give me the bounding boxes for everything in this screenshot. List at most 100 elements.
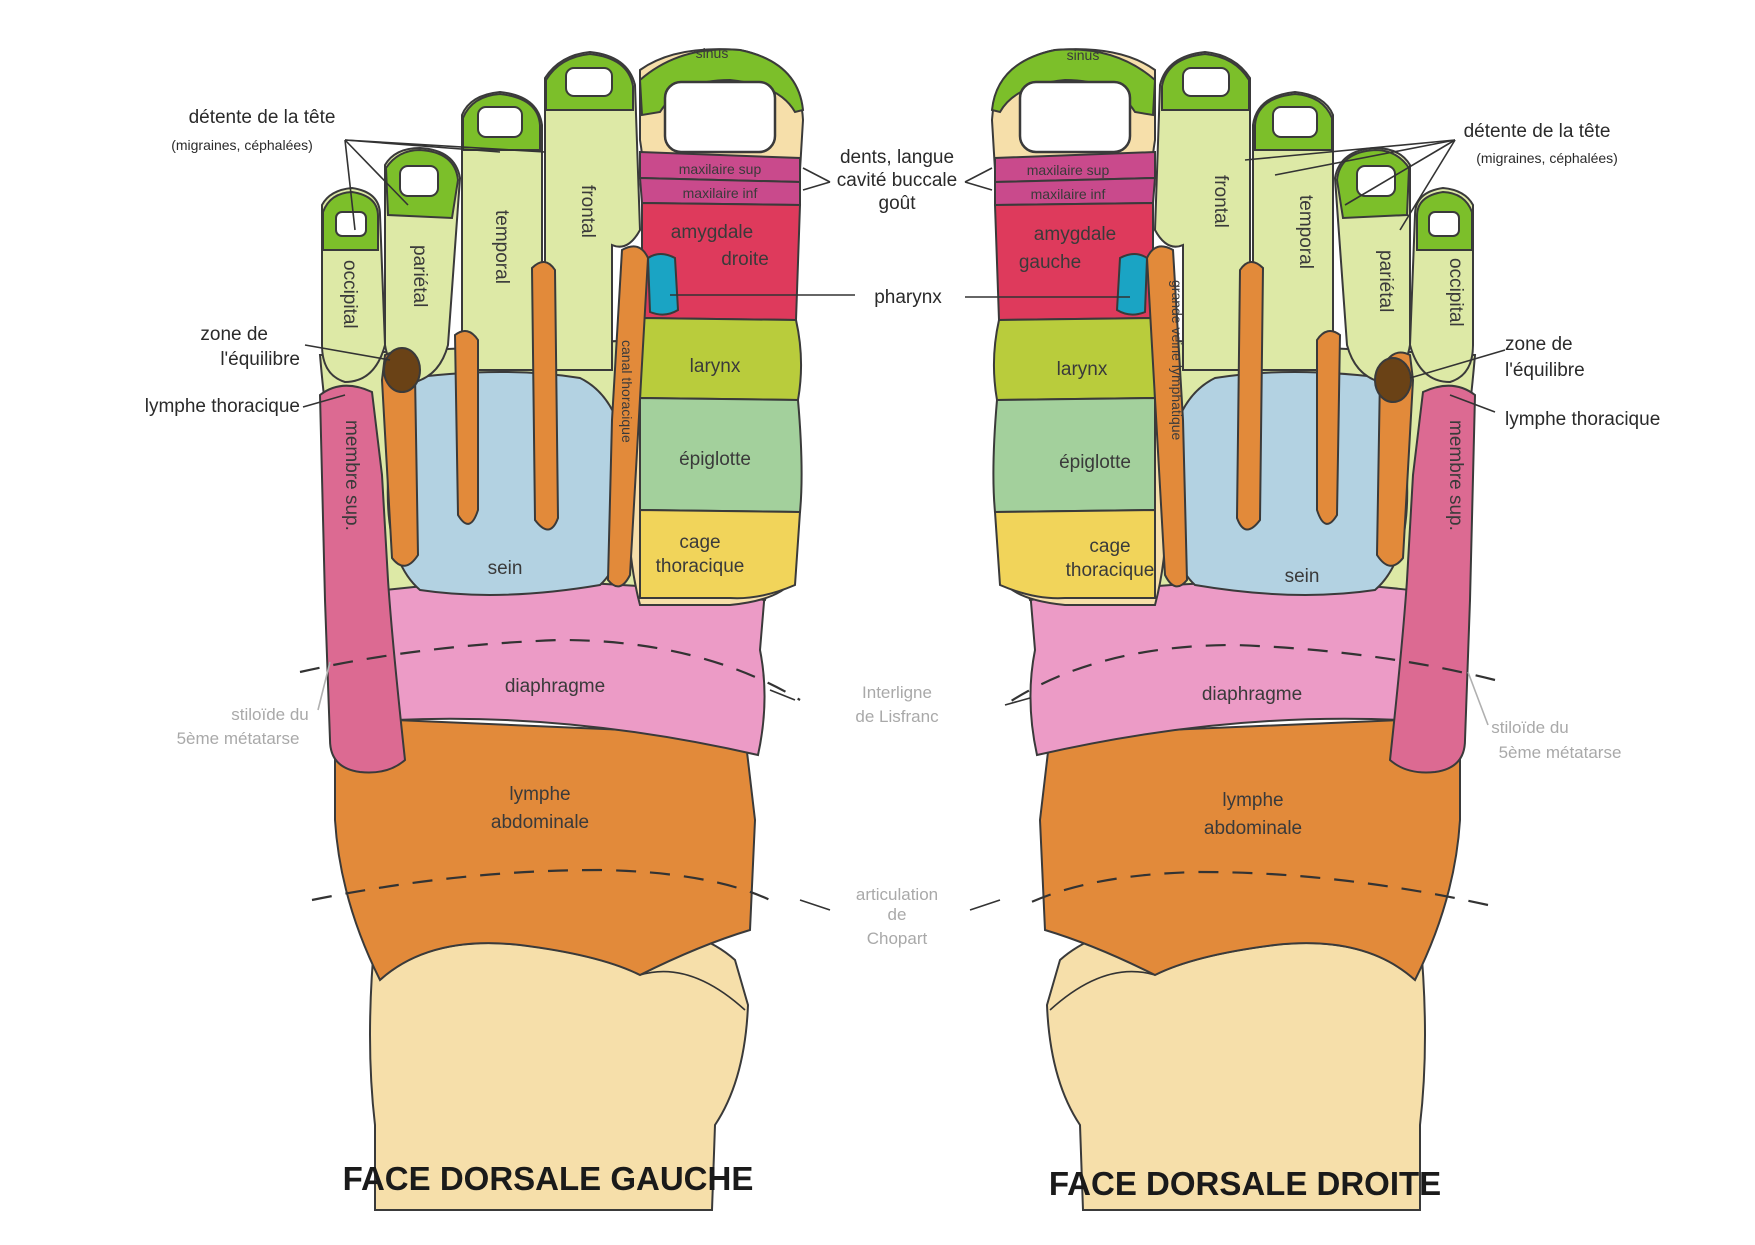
right-membre-sup-zone	[1388, 384, 1477, 774]
left-sein-label: sein	[488, 558, 523, 579]
right-maxillaire-inf-label: maxilaire inf	[1031, 186, 1106, 202]
left-pharynx-zone	[646, 253, 680, 316]
right-lymphe-abd-label: lymphe	[1222, 790, 1283, 811]
lisfranc-guide-right	[1004, 697, 1031, 706]
right-toe-occipital-nail-white	[1428, 211, 1460, 237]
left-occipital-label: occipital	[339, 260, 360, 329]
left-temporal-label: temporal	[491, 210, 512, 284]
left-canal-thoracique-zone	[606, 245, 650, 588]
left-chopart-line	[311, 868, 771, 902]
right-occipital-label: occipital	[1445, 258, 1466, 327]
interligne-label: Interligne	[862, 683, 932, 702]
outer-labels: détente de la tête (migraines, céphalées…	[145, 107, 1661, 948]
left-amygdale-label-2: droite	[721, 249, 769, 270]
titles: FACE DORSALE GAUCHE FACE DORSALE DROITE	[343, 1160, 1442, 1202]
right-grande-veine-zone	[1145, 245, 1189, 588]
right-toe-temporal-nail-white	[1272, 106, 1318, 138]
chopart-guide-right	[969, 899, 1001, 911]
right-sein-zone	[1165, 371, 1409, 596]
right-stiloide-label-2: 5ème métatarse	[1499, 743, 1622, 762]
right-maxillaire-sup-label: maxilaire sup	[1027, 162, 1110, 178]
right-frontal-label: frontal	[1210, 175, 1231, 228]
left-toe-occipital-nail-white	[335, 211, 367, 237]
right-zone-equilibre-leader	[1409, 349, 1506, 379]
left-sinus-label: sinus	[696, 45, 729, 61]
chopart-label-2: de	[888, 905, 907, 924]
right-amygdale-label-2: gauche	[1019, 252, 1081, 273]
right-lymphe-abd-label-2: abdominale	[1204, 818, 1302, 839]
right-amygdale-label: amygdale	[1034, 224, 1116, 245]
left-stiloide-label: stiloïde du	[231, 705, 309, 724]
right-lymphe-thoracique-leader	[1449, 394, 1496, 413]
right-toe-parietal-nail-white	[1356, 165, 1396, 197]
dents-leader-left	[802, 181, 831, 191]
right-stiloide-leader	[1467, 671, 1489, 726]
left-toe-temporal-nail-white	[477, 106, 523, 138]
right-detente-leader	[1274, 139, 1456, 176]
left-amygdale-label: amygdale	[671, 222, 753, 243]
chopart-label: articulation	[856, 885, 938, 904]
left-diaphragme-label: diaphragme	[505, 676, 605, 697]
left-zone-equilibre-leader	[304, 344, 391, 361]
left-cage-zone	[639, 508, 802, 600]
dents-leader-left	[802, 167, 831, 183]
chopart-label-3: Chopart	[867, 929, 928, 948]
left-zone-equilibre	[383, 347, 421, 393]
left-foot: sinus maxilaire sup maxilaire inf amygda…	[299, 45, 805, 1211]
dents-leader-right	[964, 181, 993, 191]
right-detente-title: détente de la tête	[1464, 121, 1611, 142]
right-sinus-label: sinus	[1067, 47, 1100, 63]
right-orange-strip	[1235, 261, 1265, 531]
right-membre-sup-label: membre sup.	[1445, 420, 1466, 531]
right-cage-zone	[993, 508, 1156, 600]
left-foot-title: FACE DORSALE GAUCHE	[343, 1160, 754, 1197]
left-lymphe-thoracique-leader	[302, 394, 346, 408]
dents-label: dents, langue	[840, 147, 954, 168]
right-detente-subtitle: (migraines, céphalées)	[1476, 150, 1618, 166]
left-cage-label: cage	[679, 532, 720, 553]
right-zone-equilibre-label: zone de	[1505, 334, 1573, 355]
left-zone-equilibre-label: zone de	[200, 324, 268, 345]
right-toe-temporal	[1252, 90, 1334, 371]
left-lymphe-thoracique-label: lymphe thoracique	[145, 396, 300, 417]
right-cage-label: cage	[1089, 536, 1130, 557]
right-detente-leader	[1399, 139, 1456, 231]
right-big-toe-nail	[1018, 80, 1132, 154]
right-lisfranc-line	[1004, 643, 1496, 706]
left-frontal-label: frontal	[577, 185, 598, 238]
right-toe-frontal-nail-white	[1182, 67, 1230, 97]
left-orange-strip	[530, 261, 560, 531]
left-big-toe-nail	[663, 80, 777, 154]
left-detente-leader	[344, 139, 409, 206]
right-pharynx-zone	[1115, 253, 1149, 316]
left-maxillaire-sup-label: maxilaire sup	[679, 161, 762, 177]
left-canal-thoracique-label: canal thoracique	[619, 340, 635, 443]
chopart-guide-left	[799, 899, 831, 911]
left-lisfranc-line	[299, 638, 801, 701]
leader-lines	[302, 139, 1506, 911]
left-lymphe-abdominale-zone	[334, 718, 757, 982]
right-orange-strip	[1375, 351, 1415, 567]
dents-leader-right	[964, 167, 993, 183]
right-sein-label: sein	[1285, 566, 1320, 587]
left-lymphe-abd-label: lymphe	[509, 784, 570, 805]
left-stiloide-leader	[317, 661, 331, 711]
right-foot: sinus maxilaire sup maxilaire inf amygda…	[990, 47, 1496, 1211]
right-diaphragme-label: diaphragme	[1202, 684, 1302, 705]
left-toe-frontal	[544, 50, 642, 371]
left-detente-title: détente de la tête	[189, 107, 336, 128]
interligne-label-2: de Lisfranc	[855, 707, 939, 726]
left-heel-bone-line	[639, 970, 746, 1011]
right-orange-strip	[1316, 330, 1342, 525]
right-foot-title: FACE DORSALE DROITE	[1049, 1165, 1441, 1202]
right-lymphe-abdominale-zone	[1038, 718, 1461, 982]
right-epiglotte-label: épiglotte	[1059, 452, 1131, 473]
right-lymphe-thoracique-label: lymphe thoracique	[1505, 409, 1660, 430]
left-stiloide-label-2: 5ème métatarse	[177, 729, 300, 748]
left-zone-equilibre-label-2: l'équilibre	[220, 349, 300, 370]
left-detente-subtitle: (migraines, céphalées)	[171, 137, 313, 153]
left-parietal-label: pariétal	[409, 245, 430, 307]
left-membre-sup-label: membre sup.	[341, 420, 362, 531]
right-toe-frontal	[1153, 50, 1251, 371]
